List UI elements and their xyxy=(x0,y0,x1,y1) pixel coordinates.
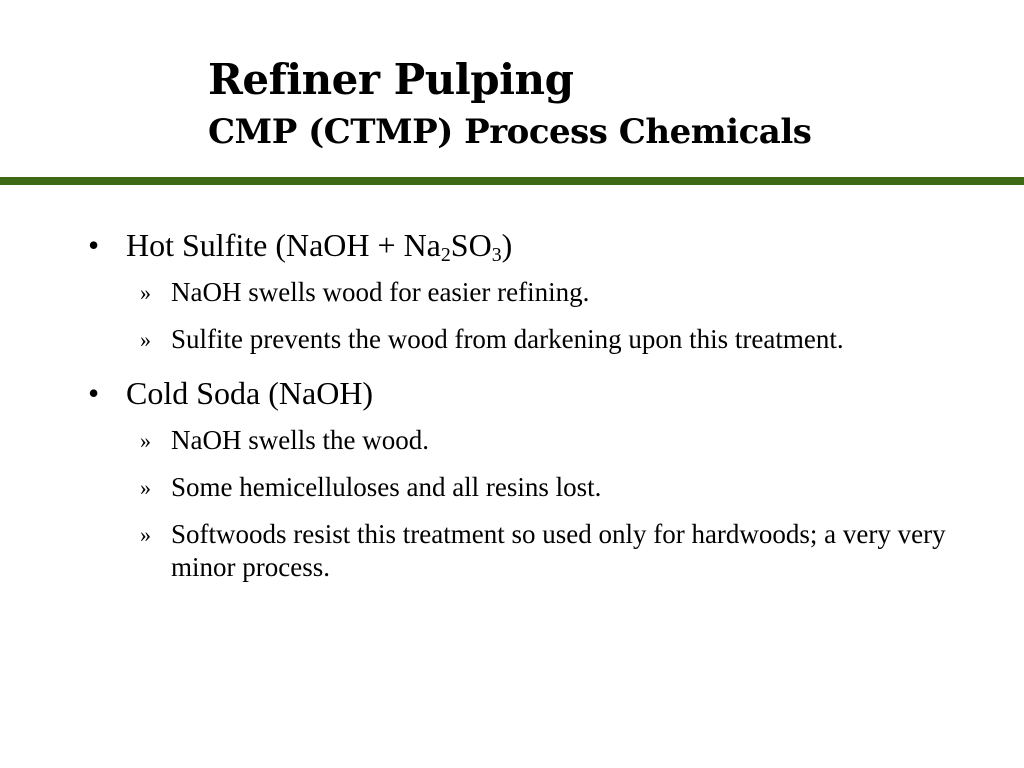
sub-bullet-marker: » xyxy=(140,428,151,453)
sub-bullet: » Some hemicelluloses and all resins los… xyxy=(0,471,951,504)
bullet-cold-soda: • Cold Soda (NaOH) xyxy=(0,374,1024,412)
sub-bullet: » Softwoods resist this treatment so use… xyxy=(0,518,951,584)
sub-bullet-marker: » xyxy=(140,327,151,352)
sub-bullet: » Sulfite prevents the wood from darkeni… xyxy=(0,323,951,356)
slide-title: Refiner Pulping xyxy=(208,55,574,104)
sub-bullet-text: NaOH swells wood for easier refining. xyxy=(171,277,590,307)
sub-bullet: » NaOH swells wood for easier refining. xyxy=(0,276,951,309)
bullet-text: Cold Soda (NaOH) xyxy=(126,375,374,411)
slide-subtitle: CMP (CTMP) Process Chemicals xyxy=(208,112,812,152)
bullet-marker: • xyxy=(88,375,100,411)
bullet-text-part: ) xyxy=(501,227,513,263)
sub-bullet-text: Softwoods resist this treatment so used … xyxy=(171,519,946,582)
bullet-marker: • xyxy=(88,227,100,263)
bullet-text-part: SO xyxy=(450,227,492,263)
sub-bullet: » NaOH swells the wood. xyxy=(0,424,951,457)
bullet-text-part: Hot Sulfite (NaOH + Na xyxy=(126,227,441,263)
subscript: 3 xyxy=(491,243,502,266)
sub-bullet-marker: » xyxy=(140,522,151,547)
sub-bullet-text: NaOH swells the wood. xyxy=(171,425,429,455)
sub-bullet-text: Sulfite prevents the wood from darkening… xyxy=(171,324,844,354)
title-divider xyxy=(0,177,1024,185)
sub-bullet-marker: » xyxy=(140,280,151,305)
sub-bullet-marker: » xyxy=(140,475,151,500)
slide-body: • Hot Sulfite (NaOH + Na2SO3) » NaOH swe… xyxy=(0,226,1024,598)
sub-bullet-text: Some hemicelluloses and all resins lost. xyxy=(171,472,602,502)
bullet-hot-sulfite: • Hot Sulfite (NaOH + Na2SO3) xyxy=(0,226,1024,266)
title-block: Refiner Pulping CMP (CTMP) Process Chemi… xyxy=(208,52,1008,156)
subscript: 2 xyxy=(440,243,451,266)
